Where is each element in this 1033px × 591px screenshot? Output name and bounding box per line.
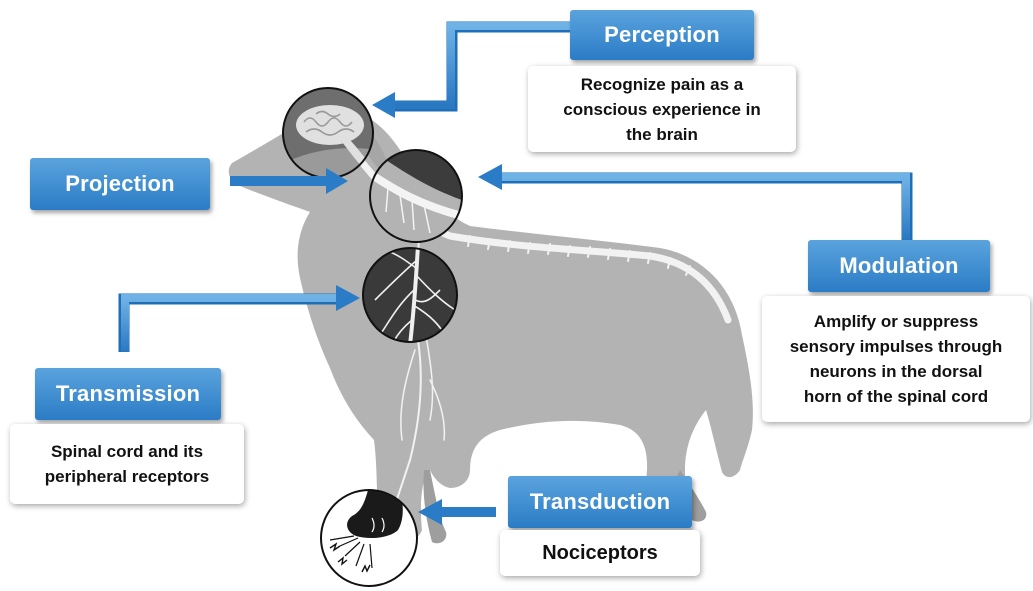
transmission-title: Transmission	[35, 368, 221, 420]
perception-title: Perception	[570, 10, 754, 60]
perception-description: Recognize pain as a conscious experience…	[528, 66, 796, 152]
modulation-arrow	[478, 164, 907, 240]
transduction-description: Nociceptors	[500, 530, 700, 576]
paw-inset	[321, 490, 417, 586]
transduction-title: Transduction	[508, 476, 692, 528]
projection-title: Projection	[30, 158, 210, 210]
modulation-description: Amplify or suppress sensory impulses thr…	[762, 296, 1030, 422]
modulation-title: Modulation	[808, 240, 990, 292]
transmission-description: Spinal cord and its peripheral receptors	[10, 424, 244, 504]
